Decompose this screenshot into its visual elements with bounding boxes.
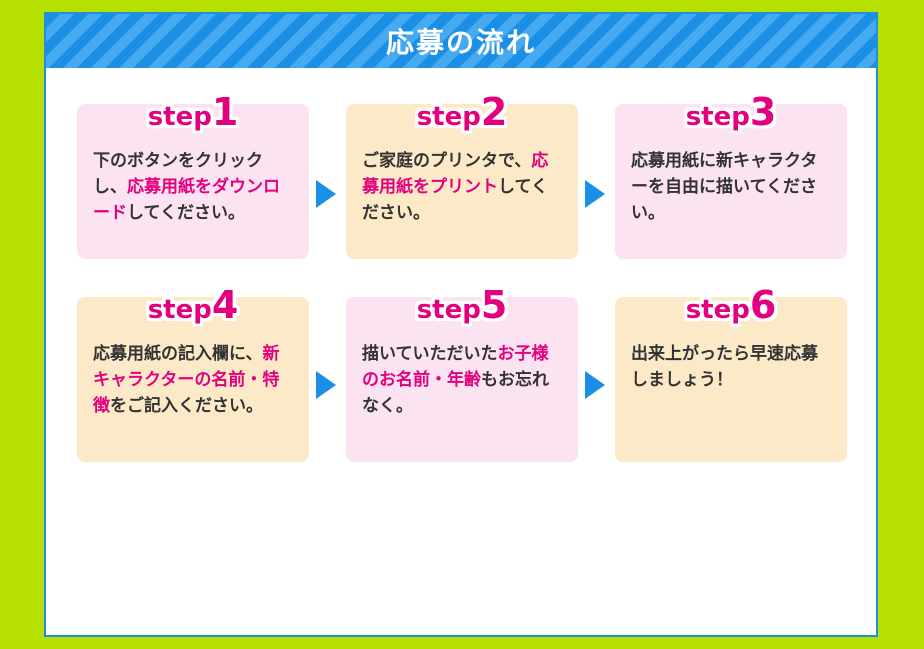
step-description: ご家庭のプリンタで、応募用紙をプリントしてください。: [362, 151, 549, 223]
step-card-5: step5 描いていただいたお子様のお名前・年齢もお忘れなく。: [346, 283, 578, 462]
step-card-2: step2 ご家庭のプリンタで、応募用紙をプリントしてください。: [346, 90, 578, 259]
arrow-right-icon: [316, 371, 336, 399]
step-heading: step3: [685, 90, 777, 134]
step-heading: step6: [685, 283, 777, 327]
step-heading: step5: [416, 283, 508, 327]
step-description: 応募用紙の記入欄に、新キャラクターの名前・特徴をご記入ください。: [93, 344, 280, 416]
section-header: 応募の流れ: [46, 14, 876, 68]
step-card-3: step3 応募用紙に新キャラクターを自由に描いてください。: [615, 90, 847, 259]
arrow-right-icon: [585, 371, 605, 399]
section-title: 応募の流れ: [385, 26, 536, 59]
step-description: 描いていただいたお子様のお名前・年齢もお忘れなく。: [362, 344, 549, 416]
step-card-4: step4 応募用紙の記入欄に、新キャラクターの名前・特徴をご記入ください。: [77, 283, 309, 462]
step-description: 出来上がったら早速応募しましょう！: [631, 344, 818, 390]
step-card-6: step6 出来上がったら早速応募しましょう！: [615, 283, 847, 462]
step-description: 下のボタンをクリックし、応募用紙をダウンロードしてください。: [93, 151, 280, 223]
arrow-right-icon: [316, 180, 336, 208]
application-flow-panel: 応募の流れ step1 下のボタンをクリックし、応募用紙をダウンロードしてくださ…: [44, 12, 878, 637]
step-heading: step4: [147, 283, 239, 327]
step-heading: step1: [147, 90, 239, 134]
step-heading: step2: [416, 90, 508, 134]
step-description: 応募用紙に新キャラクターを自由に描いてください。: [631, 151, 818, 223]
arrow-right-icon: [585, 180, 605, 208]
step-card-1: step1 下のボタンをクリックし、応募用紙をダウンロードしてください。: [77, 90, 309, 259]
